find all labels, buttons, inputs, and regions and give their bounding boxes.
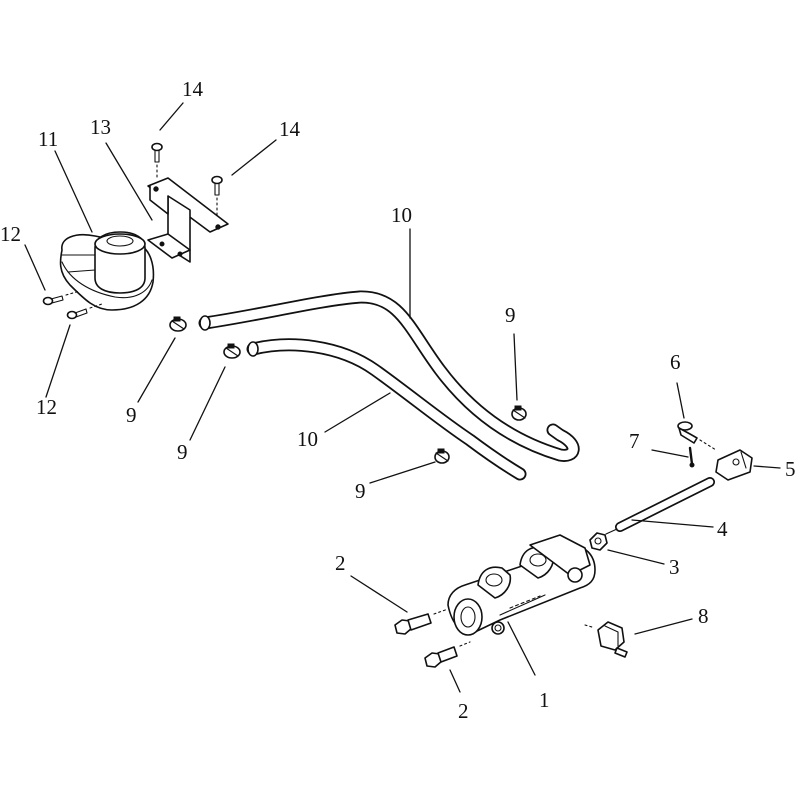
callout-6: 6 bbox=[670, 350, 681, 374]
callout-14: 14 bbox=[279, 117, 301, 141]
callout-5: 5 bbox=[785, 457, 796, 481]
callout-14: 14 bbox=[182, 77, 204, 101]
callout-10: 10 bbox=[297, 427, 318, 451]
bolt bbox=[394, 608, 449, 635]
callout-2: 2 bbox=[458, 699, 469, 723]
lower-hose-end bbox=[247, 341, 259, 357]
callout-9: 9 bbox=[505, 303, 516, 327]
lower-hose bbox=[246, 338, 527, 481]
callout-13: 13 bbox=[90, 115, 111, 139]
nut bbox=[589, 532, 608, 551]
callout-9: 9 bbox=[177, 440, 188, 464]
callout-12: 12 bbox=[36, 395, 57, 419]
leader-lines bbox=[24, 102, 781, 693]
callout-1: 1 bbox=[539, 688, 550, 712]
callout-11: 11 bbox=[38, 127, 58, 151]
screw bbox=[211, 175, 223, 216]
callout-10: 10 bbox=[391, 203, 412, 227]
fitting bbox=[584, 621, 628, 658]
hose-clamp bbox=[169, 316, 187, 332]
callout-4: 4 bbox=[717, 517, 728, 541]
hose-clamp bbox=[223, 343, 241, 359]
screw bbox=[42, 290, 81, 306]
callout-7: 7 bbox=[629, 429, 640, 453]
hose-clamp bbox=[434, 448, 450, 464]
upper-hose-end bbox=[199, 315, 211, 331]
reservoir bbox=[59, 231, 155, 311]
callout-9: 9 bbox=[126, 403, 137, 427]
cotter-pin bbox=[688, 446, 695, 468]
mounting-bracket bbox=[147, 177, 229, 263]
callout-9: 9 bbox=[355, 479, 366, 503]
screw bbox=[151, 142, 163, 181]
hose-clamp bbox=[511, 405, 527, 421]
clevis-pin bbox=[677, 421, 717, 451]
clevis bbox=[715, 449, 753, 481]
screw bbox=[66, 303, 103, 320]
upper-hose bbox=[198, 290, 580, 462]
master-cylinder bbox=[447, 534, 596, 636]
callout-8: 8 bbox=[698, 604, 709, 628]
callout-3: 3 bbox=[669, 555, 680, 579]
push-rod bbox=[605, 477, 715, 535]
callout-2: 2 bbox=[335, 551, 346, 575]
bolt bbox=[424, 641, 471, 668]
callout-12: 12 bbox=[0, 222, 21, 246]
